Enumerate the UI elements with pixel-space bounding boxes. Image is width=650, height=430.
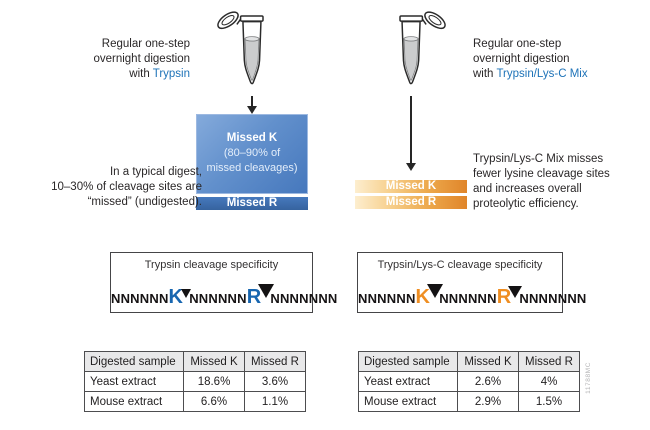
- down-arrow-icon: [410, 96, 412, 164]
- table-header-row: Digested sample Missed K Missed R: [84, 351, 306, 372]
- col-header-missed-r: Missed R: [518, 351, 580, 372]
- microcentrifuge-tube-icon: [399, 11, 446, 85]
- lysine-residue: K: [168, 286, 184, 308]
- sample-name-cell: Yeast extract: [84, 371, 184, 392]
- down-arrow-icon: [247, 106, 257, 114]
- table-row: Yeast extract 18.6% 3.6%: [84, 371, 306, 392]
- col-header-missed-r: Missed R: [244, 351, 306, 372]
- cleavage-site-marker-icon: [508, 286, 523, 298]
- sample-name-cell: Mouse extract: [358, 391, 458, 412]
- microcentrifuge-tube-icon: [217, 11, 264, 85]
- col-header-digested-sample: Digested sample: [358, 351, 458, 372]
- right-intro-line3: with Trypsin/Lys-C Mix: [473, 67, 650, 82]
- cleavage-site-marker-icon: [427, 284, 444, 298]
- missed-k-bar-orange: Missed K: [355, 180, 467, 193]
- left-intro-line1: Regular one-step: [101, 38, 190, 50]
- col-header-missed-k: Missed K: [457, 351, 519, 372]
- cleavage-site-marker-icon: [181, 289, 192, 298]
- missed-r-bar: Missed R: [196, 197, 308, 210]
- missed-k-box: Missed K (80–90% of missed cleavages): [196, 114, 308, 194]
- arginine-residue: R: [496, 286, 512, 308]
- lysine-residue: K: [415, 286, 431, 308]
- right-intro-with: with: [473, 68, 497, 80]
- trypsin-results-table: Digested sample Missed K Missed R Yeast …: [84, 351, 306, 412]
- down-arrow-icon: [251, 96, 253, 107]
- table-row: Mouse extract 6.6% 1.1%: [84, 391, 306, 412]
- missed-cleavage-box-trypsin: Missed K (80–90% of missed cleavages) Mi…: [196, 114, 308, 210]
- tube-cap-icon: [217, 11, 243, 30]
- table-row: Yeast extract 2.6% 4%: [358, 371, 580, 392]
- figure-id-watermark: 11788MC: [585, 362, 592, 394]
- trypsin-lysc-specificity-title: Trypsin/Lys-C cleavage specificity: [377, 259, 543, 271]
- missed-k-label: Missed K: [226, 132, 278, 144]
- trypsin-lysc-results-table: Digested sample Missed K Missed R Yeast …: [358, 351, 580, 412]
- left-enzyme-name: Trypsin: [152, 68, 190, 80]
- missed-r-value-cell: 4%: [518, 371, 580, 392]
- seq-n-run: NNNNNN: [111, 291, 169, 306]
- left-intro-text: Regular one-step overnight digestion wit…: [18, 37, 190, 82]
- missed-k-sub1: (80–90% of: [223, 147, 281, 159]
- seq-n-run: NNNNNNN: [270, 291, 338, 306]
- left-intro-line2: overnight digestion: [93, 53, 190, 65]
- right-note-text: Trypsin/Lys-C Mix misses fewer lysine cl…: [473, 153, 610, 210]
- right-intro-text: Regular one-step overnight digestion wit…: [473, 37, 650, 82]
- trypsin-lysc-specificity-box: Trypsin/Lys-C cleavage specificity NNNNN…: [357, 252, 586, 313]
- seq-n-run: NNNNNNN: [519, 291, 587, 306]
- tube-cap-icon: [420, 11, 446, 30]
- seq-n-run: NNNNNN: [358, 291, 416, 306]
- missed-k-value-cell: 2.6%: [457, 371, 519, 392]
- sample-name-cell: Mouse extract: [84, 391, 184, 412]
- missed-k-sub2: missed cleavages): [206, 162, 298, 174]
- missed-k-value-cell: 2.9%: [457, 391, 519, 412]
- col-header-digested-sample: Digested sample: [84, 351, 184, 372]
- sample-name-cell: Yeast extract: [358, 371, 458, 392]
- missed-r-bar-orange: Missed R: [355, 196, 467, 209]
- seq-n-run: NNNNNN: [439, 291, 497, 306]
- missed-r-value-cell: 1.5%: [518, 391, 580, 412]
- down-arrow-icon: [406, 163, 416, 171]
- right-enzyme-name: Trypsin/Lys-C Mix: [496, 68, 588, 80]
- right-intro-line2: overnight digestion: [473, 53, 570, 65]
- missed-k-value-cell: 18.6%: [183, 371, 245, 392]
- arginine-residue: R: [246, 286, 262, 308]
- missed-r-value-cell: 1.1%: [244, 391, 306, 412]
- trypsin-specificity-title: Trypsin cleavage specificity: [144, 259, 279, 271]
- seq-n-run: NNNNNN: [189, 291, 247, 306]
- left-note-text: In a typical digest, 10–30% of cleavage …: [51, 166, 202, 208]
- left-intro-line3: with Trypsin: [18, 67, 190, 82]
- table-row: Mouse extract 2.9% 1.5%: [358, 391, 580, 412]
- col-header-missed-k: Missed K: [183, 351, 245, 372]
- table-header-row: Digested sample Missed K Missed R: [358, 351, 580, 372]
- right-intro-line1: Regular one-step: [473, 38, 562, 50]
- left-intro-with: with: [129, 68, 153, 80]
- missed-r-value-cell: 3.6%: [244, 371, 306, 392]
- cleavage-site-marker-icon: [258, 284, 275, 298]
- missed-k-value-cell: 6.6%: [183, 391, 245, 412]
